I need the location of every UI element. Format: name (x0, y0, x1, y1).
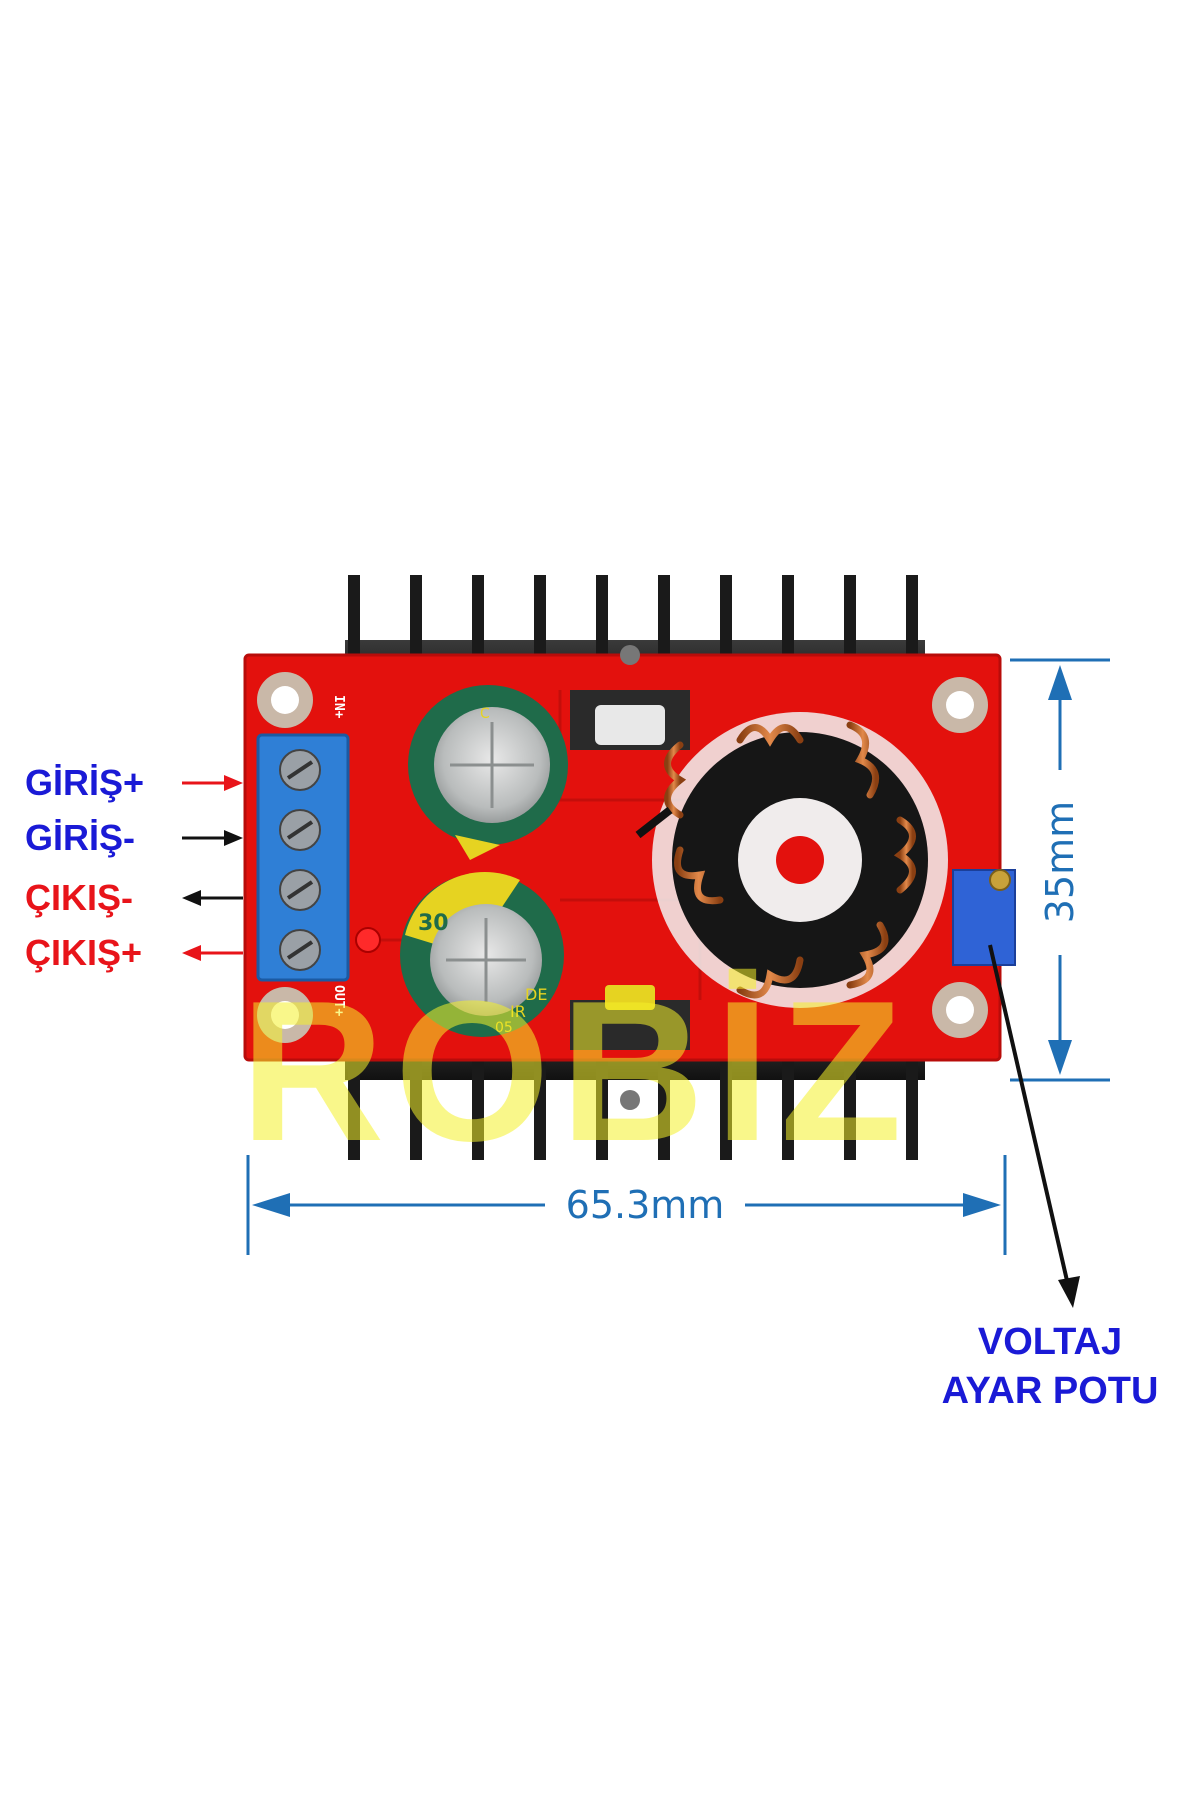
transistor-top (570, 645, 690, 750)
terminal-screw[interactable] (279, 869, 321, 911)
label-input-minus: GİRİŞ- (25, 817, 136, 858)
capacitor-top: C (408, 685, 568, 860)
label-output-plus: ÇIKIŞ+ (25, 932, 143, 973)
terminal-block[interactable] (256, 733, 350, 982)
pot-pointer-arrow (988, 944, 1080, 1308)
terminal-screw[interactable] (279, 929, 321, 971)
pot-label-line2: AYAR POTU (941, 1370, 1159, 1413)
silk-out-label: OUT+ (331, 985, 346, 1016)
toroid-inductor (635, 712, 948, 1008)
cap-bottom-marking-c: 05 (495, 1020, 513, 1036)
transistor-bottom (570, 985, 690, 1110)
pot-label-line1: VOLTAJ (977, 1321, 1123, 1363)
height-dimension: 35mm (1010, 658, 1110, 1082)
voltage-adjust-potentiometer[interactable] (952, 869, 1016, 966)
pin-arrows (182, 775, 243, 961)
terminal-screw[interactable] (279, 749, 321, 791)
width-dimension: 65.3mm (246, 1155, 1007, 1255)
led-indicator (355, 927, 381, 953)
capacitor-bottom: 30 DE IR 05 (400, 872, 564, 1037)
cap-top-marking: C (480, 706, 490, 722)
height-dimension-label: 35mm (1038, 801, 1082, 923)
pot-label: VOLTAJ AYAR POTU (900, 1318, 1200, 1417)
cap-bottom-marking-a: DE (525, 985, 547, 1004)
terminal-screw[interactable] (279, 809, 321, 851)
silk-in-label: IN+ (331, 695, 346, 719)
cap-bottom-marking-b: IR (510, 1002, 526, 1021)
watermark-text: ROBİZ (240, 960, 912, 1183)
width-dimension-label: 65.3mm (566, 1183, 725, 1227)
mounting-holes (257, 672, 988, 1043)
label-output-minus: ÇIKIŞ- (25, 877, 133, 918)
cap-bottom-marking-d: 30 (418, 911, 449, 936)
label-input-plus: GİRİŞ+ (25, 762, 145, 803)
